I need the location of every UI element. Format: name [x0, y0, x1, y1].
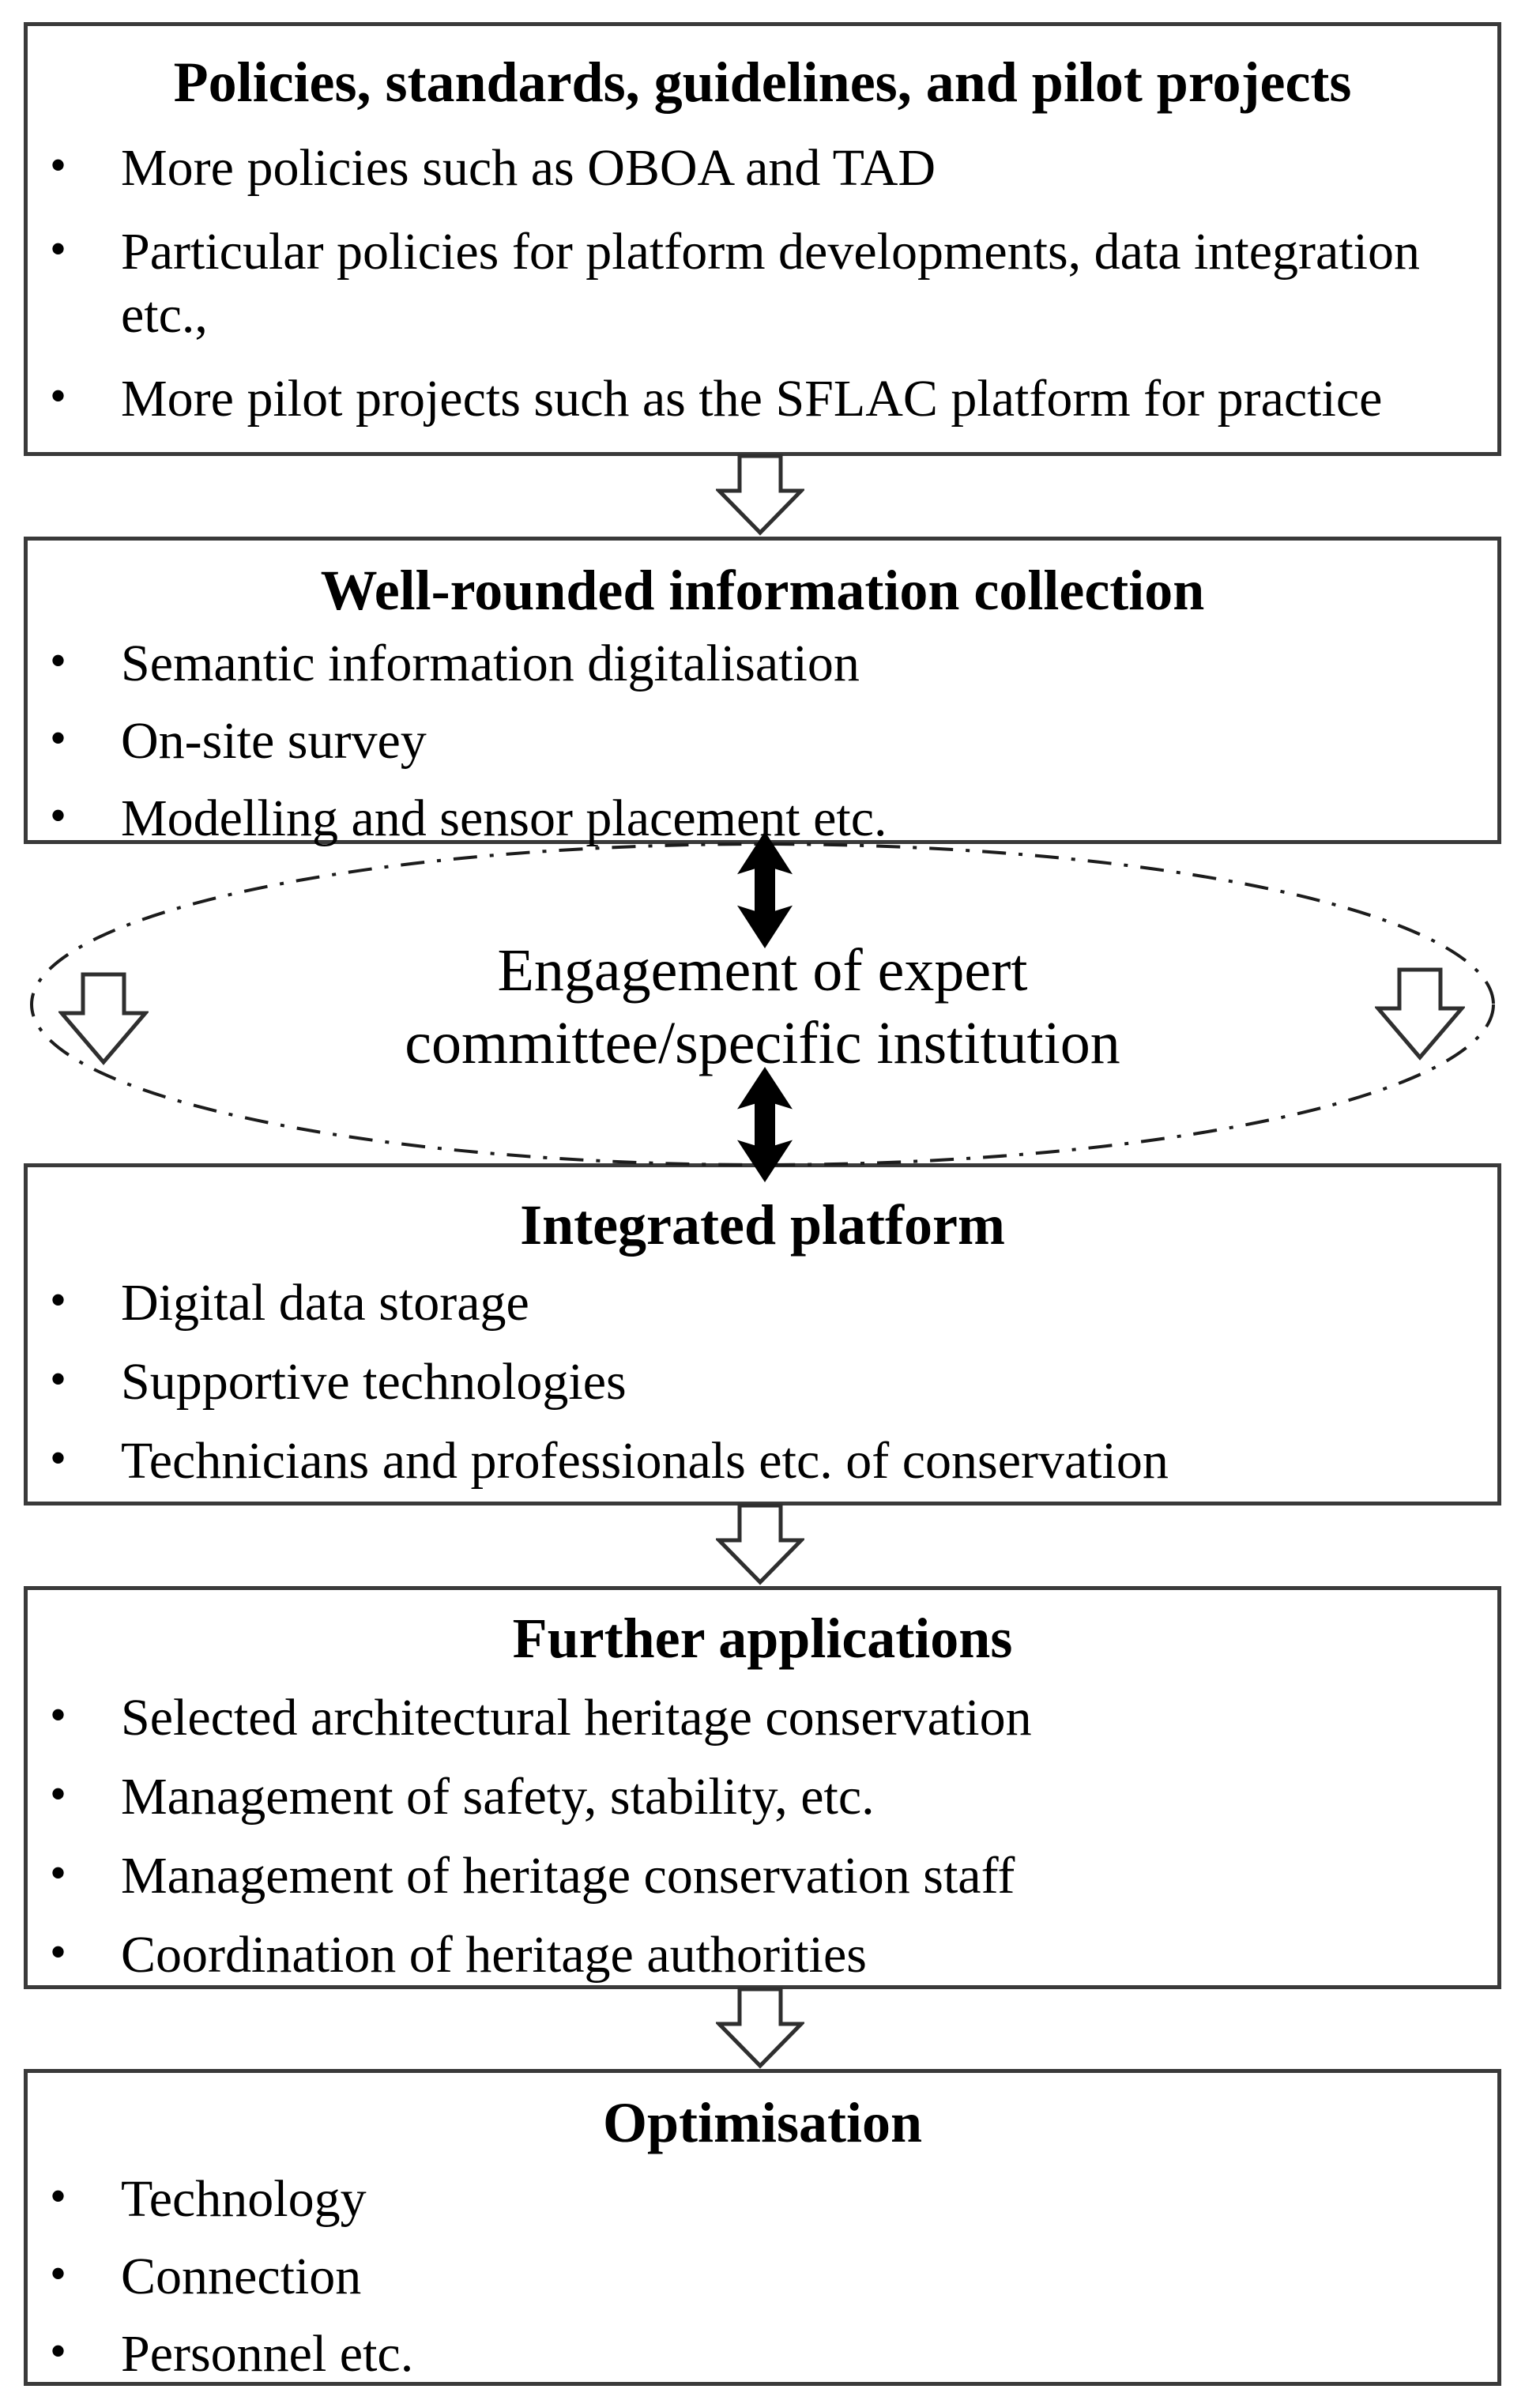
bullet-item: Coordination of heritage authorities: [28, 1920, 1469, 1987]
expert-engagement-ellipse: [30, 842, 1495, 1166]
flow-box-optimisation: Optimisation Technology Connection Perso…: [24, 2069, 1501, 2386]
box-title: Integrated platform: [520, 1193, 1005, 1257]
bullet-list: Semantic information digitalisation On-s…: [28, 629, 1497, 850]
double-arrow-icon: [737, 1067, 793, 1182]
down-arrow-icon: [716, 454, 804, 536]
bullet-item: More pilot projects such as the SFLAC pl…: [28, 364, 1469, 431]
flow-box-policies: Policies, standards, guidelines, and pil…: [24, 22, 1501, 456]
bullet-item: Selected architectural heritage conserva…: [28, 1683, 1469, 1750]
bullet-item: On-site survey: [28, 707, 1469, 773]
bullet-item: Connection: [28, 2242, 1469, 2308]
bullet-item: Management of safety, stability, etc.: [28, 1762, 1469, 1829]
bullet-list: Technology Connection Personnel etc.: [28, 2165, 1497, 2386]
bullet-list: Digital data storage Supportive technolo…: [28, 1268, 1497, 1493]
flow-box-information-collection: Well-rounded information collection Sema…: [24, 537, 1501, 847]
down-arrow-icon: [1375, 967, 1465, 1061]
flow-box-further-applications: Further applications Selected architectu…: [24, 1586, 1501, 1989]
down-arrow-icon: [716, 1987, 804, 2069]
bullet-item: Digital data storage: [28, 1268, 1469, 1335]
down-arrow-icon: [58, 972, 149, 1065]
bullet-item: Personnel etc.: [28, 2319, 1469, 2386]
box-title: Further applications: [512, 1607, 1013, 1670]
bullet-item: Technology: [28, 2165, 1469, 2231]
box-title: Optimisation: [602, 2091, 923, 2154]
down-arrow-icon: [716, 1503, 804, 1585]
bullet-item: Modelling and sensor placement etc.: [28, 784, 1469, 850]
bullet-item: Particular policies for platform develop…: [28, 217, 1469, 347]
ellipse-label-line2: committee/specific institution: [405, 1010, 1120, 1076]
box-title: Policies, standards, guidelines, and pil…: [173, 51, 1352, 114]
bullet-item: Technicians and professionals etc. of co…: [28, 1426, 1469, 1493]
double-arrow-icon: [737, 831, 793, 948]
bullet-item: Supportive technologies: [28, 1347, 1469, 1414]
bullet-item: Semantic information digitalisation: [28, 629, 1469, 695]
bullet-item: Management of heritage conservation staf…: [28, 1841, 1469, 1908]
bullet-list: Selected architectural heritage conserva…: [28, 1683, 1497, 1987]
box-title: Well-rounded information collection: [320, 559, 1205, 622]
flow-box-integrated-platform: Integrated platform Digital data storage…: [24, 1163, 1501, 1505]
bullet-item: More policies such as OBOA and TAD: [28, 134, 1469, 200]
ellipse-label-line1: Engagement of expert: [497, 937, 1028, 1004]
ellipse-label: Engagement of expert committee/specific …: [0, 934, 1525, 1080]
bullet-list: More policies such as OBOA and TAD Parti…: [28, 134, 1497, 431]
